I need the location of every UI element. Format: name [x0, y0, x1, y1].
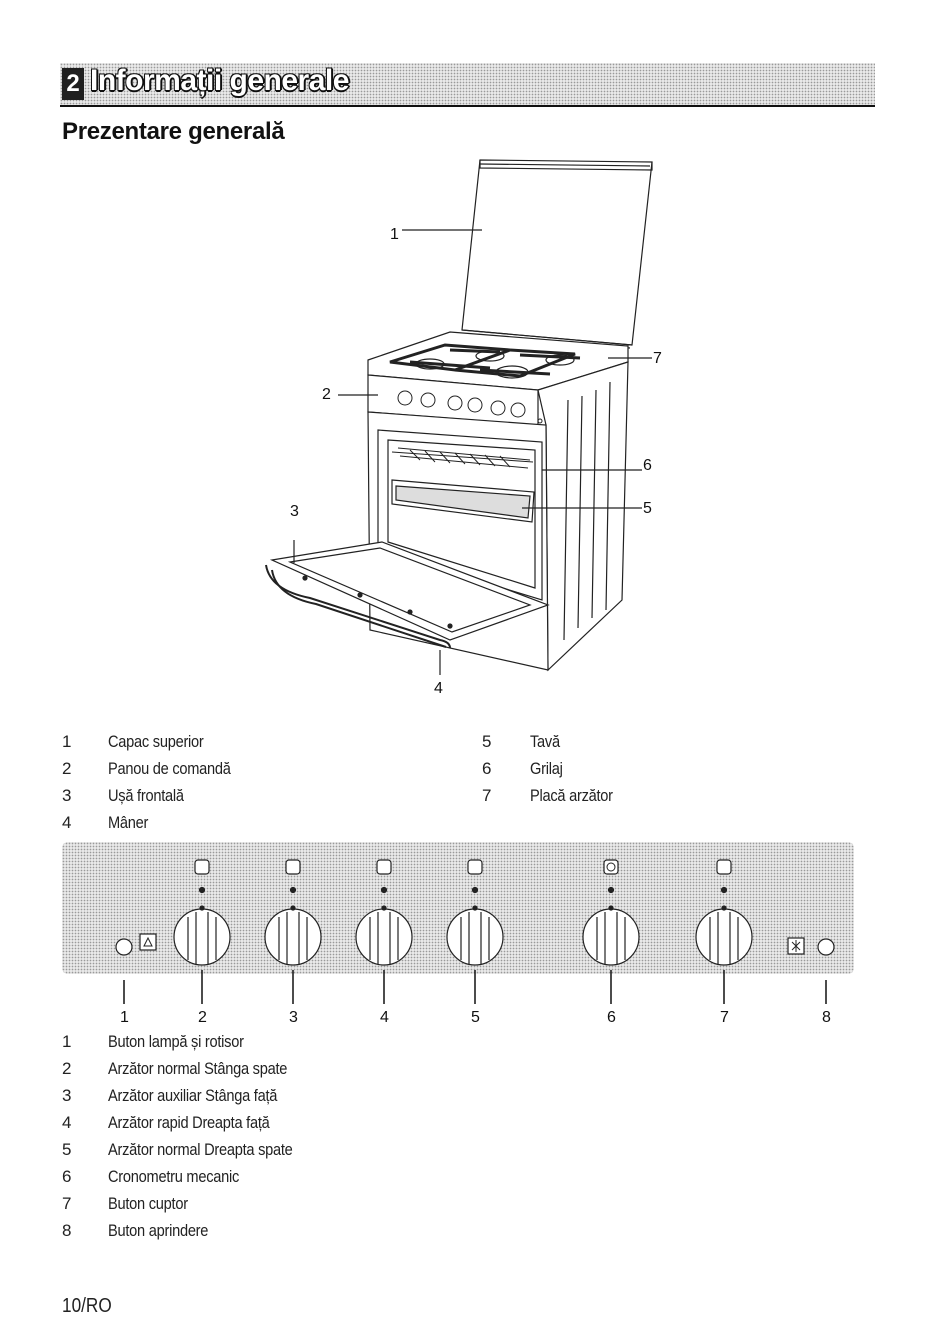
- legend-text: Mâner: [108, 813, 149, 832]
- legend-text: Grilaj: [530, 759, 563, 778]
- legend-text: Placă arzător: [530, 786, 613, 805]
- oven-cavity: [377, 429, 543, 601]
- legend-text: Tavă: [530, 732, 560, 751]
- panel-number: 7: [720, 1009, 729, 1026]
- knob-mechanical-timer: [582, 859, 640, 966]
- panel-leader-lines: [123, 970, 827, 1004]
- legend-text: Arzător normal Dreapta spate: [108, 1140, 293, 1159]
- page-number: 10/RO: [62, 1295, 112, 1317]
- wire-shelf: [391, 447, 534, 469]
- legend-number: 2: [62, 759, 72, 778]
- legend-number: 5: [62, 1140, 72, 1159]
- knob-right-rear-burner: [446, 859, 504, 966]
- door-handle: [265, 564, 451, 649]
- legend-text: Cronometru mecanic: [108, 1167, 240, 1186]
- lamp-symbol-icon: [139, 933, 157, 951]
- pan-supports: [389, 343, 581, 378]
- legend-number: 5: [482, 732, 492, 751]
- baking-tray: [391, 479, 535, 523]
- knob-right-front-burner: [355, 859, 413, 966]
- panel-number: 3: [289, 1009, 298, 1026]
- front-door: [269, 541, 550, 641]
- legend-number: 8: [62, 1221, 72, 1240]
- legend-number: 2: [62, 1059, 72, 1078]
- legend-text: Buton aprindere: [108, 1221, 209, 1240]
- panel-number: 1: [120, 1009, 129, 1026]
- panel-number: 6: [607, 1009, 616, 1026]
- diagram-label-control-panel: 2: [322, 386, 331, 403]
- diagram-label-baking-tray: 5: [643, 500, 652, 517]
- chapter-header-band: [60, 63, 875, 105]
- diagram-label-door-handle: 4: [434, 680, 443, 697]
- legend-text: Arzător normal Stânga spate: [108, 1059, 288, 1078]
- header-rule: [60, 105, 875, 107]
- legend-text: Arzător rapid Dreapta față: [108, 1113, 270, 1132]
- legend-number: 4: [62, 813, 72, 832]
- top-lid: [461, 159, 653, 346]
- legend-text: Capac superior: [108, 732, 204, 751]
- stove-side: [537, 361, 629, 672]
- chapter-number: 2: [62, 68, 84, 100]
- control-panel-illustration: [115, 859, 835, 966]
- legend-number: 7: [62, 1194, 72, 1213]
- legend-number: 3: [62, 1086, 72, 1105]
- legend-text: Arzător auxiliar Stânga față: [108, 1086, 278, 1105]
- legend-number: 1: [62, 1032, 72, 1051]
- panel-number: 2: [198, 1009, 207, 1026]
- knob-oven: [695, 859, 753, 966]
- panel-number: 4: [380, 1009, 389, 1026]
- legend-text: Buton lampă și rotisor: [108, 1032, 244, 1051]
- diagram-label-top-lid: 1: [390, 226, 399, 243]
- diagram-label-burner-plate: 7: [653, 350, 662, 367]
- legend-text: Buton cuptor: [108, 1194, 188, 1213]
- panel-number: 8: [822, 1009, 831, 1026]
- ignition-button: [817, 938, 835, 956]
- legend-number: 7: [482, 786, 492, 805]
- panel-number: 5: [471, 1009, 480, 1026]
- knob-left-front-burner: [264, 859, 322, 966]
- legend-text: Panou de comandă: [108, 759, 231, 778]
- legend-text: Ușă frontală: [108, 786, 184, 805]
- diagram-label-front-door: 3: [290, 503, 299, 520]
- diagram-label-wire-shelf: 6: [643, 457, 652, 474]
- panel-knobs: [397, 390, 543, 424]
- lamp-button: [115, 938, 133, 956]
- legend-number: 3: [62, 786, 72, 805]
- legend-number: 1: [62, 732, 72, 751]
- stove-illustration: [265, 159, 653, 675]
- legend-number: 4: [62, 1113, 72, 1132]
- knob-left-rear-burner: [173, 859, 231, 966]
- section-title: Prezentare generală: [62, 118, 285, 145]
- legend-number: 6: [482, 759, 492, 778]
- chapter-title: Informații generale: [90, 64, 349, 97]
- legend-number: 6: [62, 1167, 72, 1186]
